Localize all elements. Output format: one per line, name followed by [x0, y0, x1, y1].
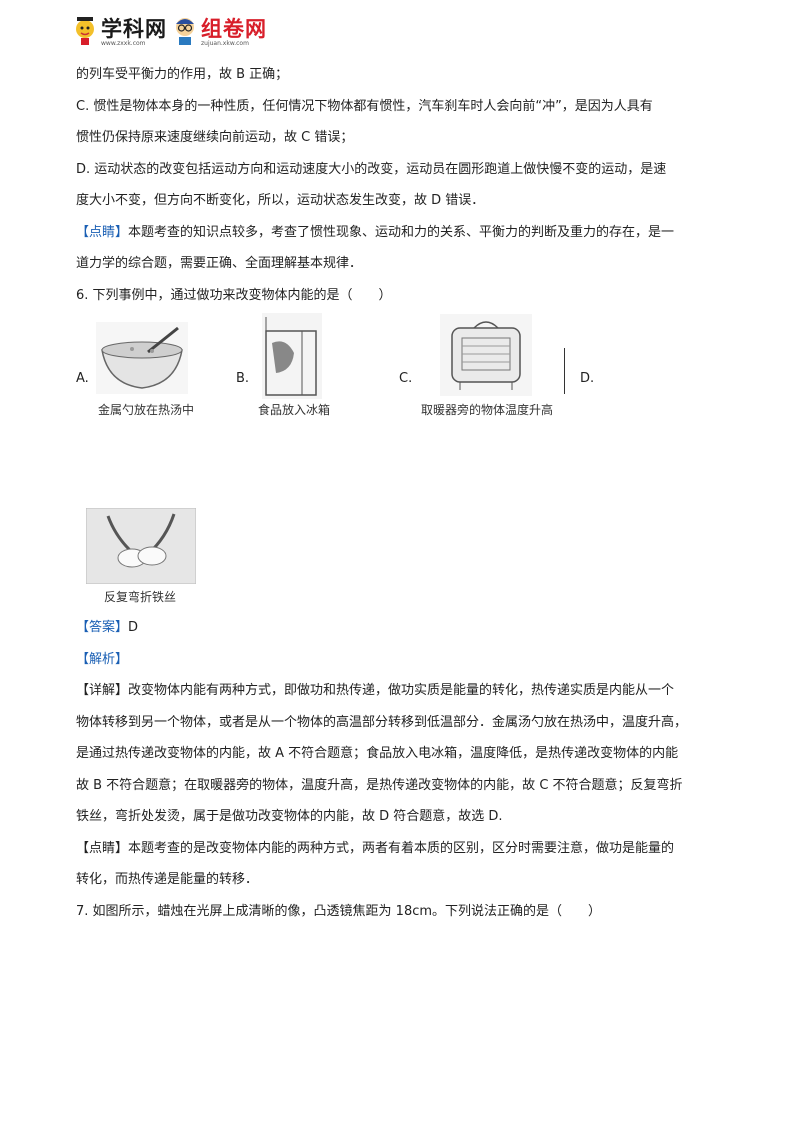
student-icon	[176, 18, 194, 45]
text-line: 度大小不变，但方向不断变化，所以，运动状态发生改变，故 D 错误．	[76, 193, 485, 208]
note2-line2: 转化，而热传递是能量的转移．	[76, 872, 259, 887]
q6-solution: 【答案】D 【解析】 【详解】改变物体内能有两种方式，即做功和热传递，做功实质是…	[76, 612, 726, 927]
detail-line: 是通过热传递改变物体的内能，故 A 不符合题意；食品放入电冰箱，温度降低，是热传…	[76, 746, 679, 761]
q7-stem: 7. 如图所示，蜡烛在光屏上成清晰的像，凸透镜焦距为 18cm。下列说法正确的是…	[76, 903, 602, 919]
logo2-sub: zujuan.xkw.com	[201, 40, 249, 47]
detail-line: 铁丝，弯折处发烫，属于是做功改变物体的内能，故 D 符合题意，故选 D.	[76, 809, 503, 824]
answer-tag: 【答案】	[76, 620, 129, 635]
note1-line1: 【点睛】本题考查的知识点较多，考查了惯性现象、运动和力的关系、平衡力的判断及重力…	[76, 217, 726, 249]
caption-b: 食品放入冰箱	[258, 403, 331, 417]
note-tag: 【点睛】	[76, 224, 129, 240]
logo1-sub: www.zxxk.com	[101, 40, 146, 47]
note2-line1: 【点睛】本题考查的是改变物体内能的两种方式，两者有着本质的区别，区分时需要注意，…	[76, 833, 726, 865]
detail-line: 物体转移到另一个物体，或者是从一个物体的高温部分转移到低温部分．金属汤勺放在热汤…	[76, 714, 688, 730]
option-c-label: C.	[399, 371, 413, 386]
heater-icon	[440, 314, 532, 396]
previous-solution-text: 的列车受平衡力的作用，故 B 正确； C. 惯性是物体本身的一种性质，任何情况下…	[76, 59, 726, 311]
mascot-icon	[76, 17, 94, 45]
logo-zujuan: 组卷网 zujuan.xkw.com	[172, 12, 267, 48]
note2-tag: 【点睛】	[76, 840, 129, 856]
divider-line	[564, 348, 565, 394]
detail-tag: 【详解】	[76, 683, 129, 698]
logo1-name: 学科网	[101, 17, 167, 41]
caption-d: 反复弯折铁丝	[104, 590, 177, 604]
analysis-line: 【解析】	[76, 644, 726, 676]
fridge-icon	[262, 313, 322, 399]
text-line: 惯性仍保持原来速度继续向前运动，故 C 错误；	[76, 130, 354, 145]
detail-line1: 【详解】改变物体内能有两种方式，即做功和热传递，做功实质是能量的转化，热传递实质…	[76, 675, 726, 707]
caption-c: 取暖器旁的物体温度升高	[421, 403, 554, 417]
bowl-spoon-icon	[96, 322, 188, 394]
note1-line2: 道力学的综合题，需要正确、全面理解基本规律．	[76, 256, 363, 271]
option-b-label: B.	[236, 371, 250, 386]
logo2-name: 组卷网	[201, 17, 267, 41]
text-line: D. 运动状态的改变包括运动方向和运动速度大小的改变，运动员在圆形跑道上做快慢不…	[76, 161, 667, 177]
note-text: 本题考查的知识点较多，考查了惯性现象、运动和力的关系、平衡力的判断及重力的存在，…	[128, 224, 675, 240]
text-line: C. 惯性是物体本身的一种性质，任何情况下物体都有惯性，汽车刹车时人会向前“冲”…	[76, 98, 653, 114]
logo-zxxk: 学科网 www.zxxk.com	[72, 12, 167, 48]
note2-text: 本题考查的是改变物体内能的两种方式，两者有着本质的区别，区分时需要注意，做功是能…	[128, 840, 675, 856]
bending-wire-icon	[86, 508, 196, 584]
detail-line: 故 B 不符合题意；在取暖器旁的物体，温度升高，是热传递改变物体的内能，故 C …	[76, 777, 683, 793]
text-line: 的列车受平衡力的作用，故 B 正确；	[76, 67, 289, 82]
detail-text: 改变物体内能有两种方式，即做功和热传递，做功实质是能量的转化，热传递实质是内能从…	[128, 683, 675, 698]
caption-a: 金属勺放在热汤中	[98, 403, 195, 417]
analysis-tag: 【解析】	[76, 651, 129, 667]
answer-line: 【答案】D	[76, 612, 726, 644]
option-a-label: A.	[76, 371, 89, 386]
answer-value: D	[128, 620, 139, 635]
q6-stem: 6. 下列事例中，通过做功来改变物体内能的是（ ）	[76, 287, 392, 303]
option-d-label: D.	[580, 371, 595, 386]
